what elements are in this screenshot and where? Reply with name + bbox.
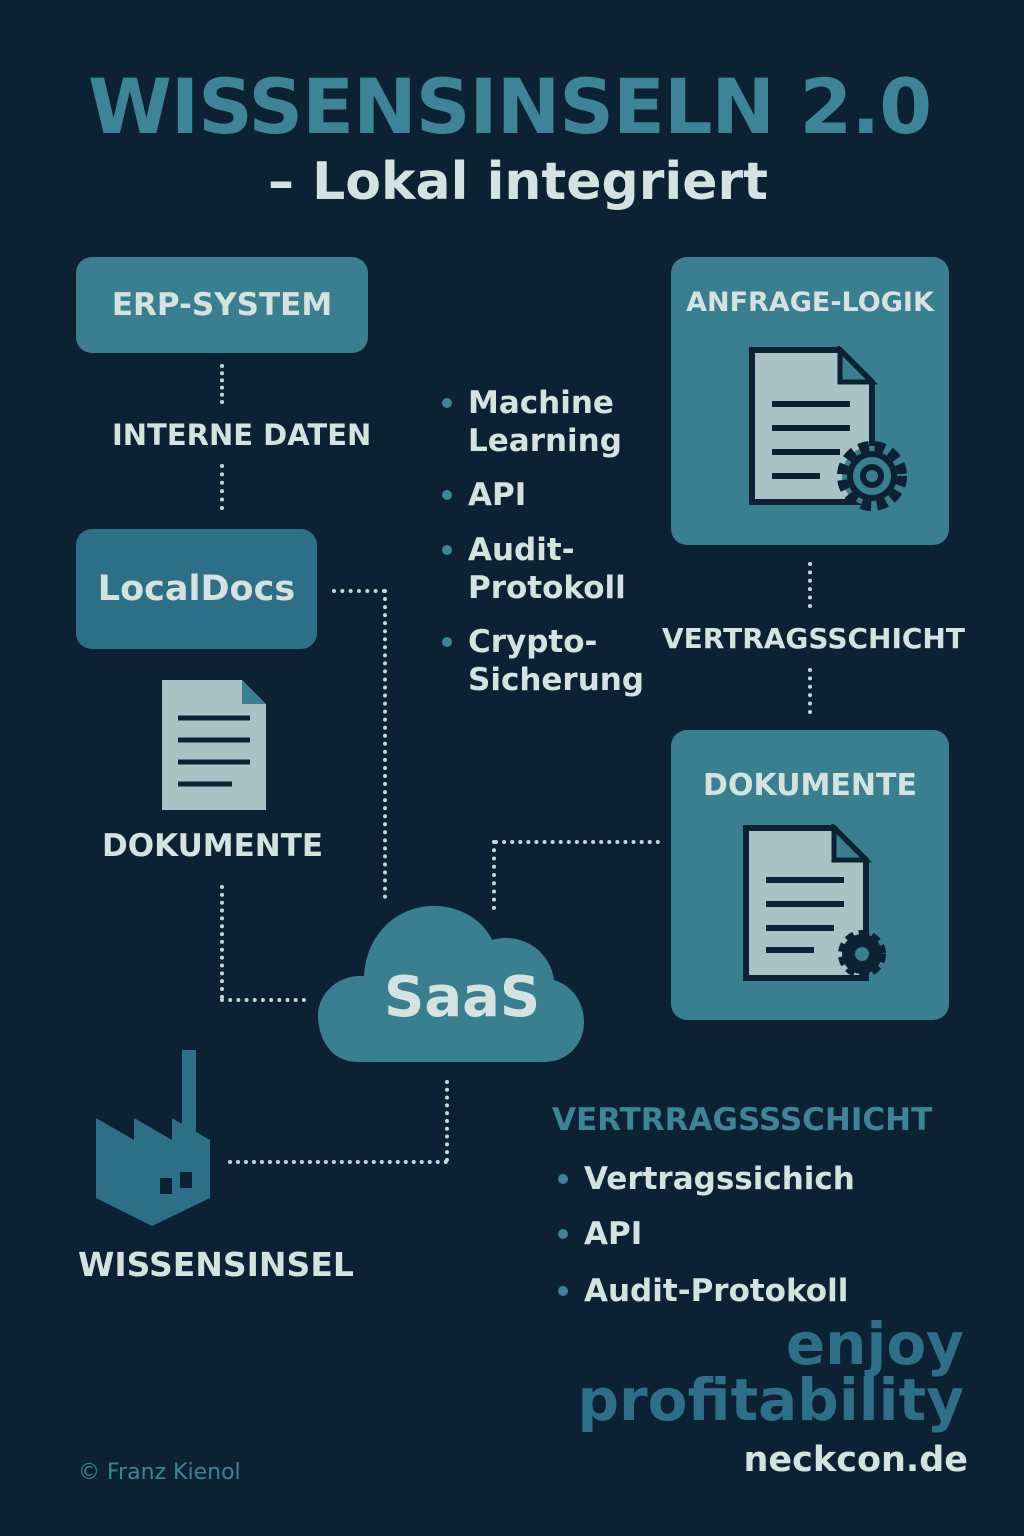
bullet-icon — [558, 1229, 568, 1239]
documents-label-right: DOKUMENTE — [703, 768, 917, 803]
page-subtitle: – Lokal integriert — [268, 152, 768, 212]
brand-slogan: enjoy profitability — [577, 1310, 964, 1434]
bullet-icon — [558, 1174, 568, 1184]
connector — [220, 464, 224, 510]
brand-site: neckcon.de — [743, 1440, 968, 1480]
bullet-icon — [442, 545, 452, 555]
bullet-icon — [442, 490, 452, 500]
connector — [383, 589, 387, 899]
contract-item: Vertragssichich — [558, 1160, 855, 1198]
copyright: © Franz Kienol — [78, 1460, 241, 1485]
bullet-icon — [558, 1286, 568, 1296]
bullet-icon — [442, 637, 452, 647]
connector — [220, 998, 306, 1002]
knowledge-island-label: WISSENSINSEL — [78, 1245, 354, 1284]
saas-label: SaaS — [384, 965, 541, 1030]
document-icon — [162, 680, 266, 810]
slogan-line-2: profitability — [577, 1366, 964, 1434]
contract-item: Audit-Protokoll — [558, 1272, 848, 1310]
documents-box: DOKUMENTE — [671, 730, 949, 1020]
connector — [332, 589, 386, 593]
localdocs-label: LocalDocs — [97, 569, 296, 609]
document-gear-icon — [749, 346, 907, 511]
request-logic-label: ANFRAGE-LOGIK — [686, 287, 934, 318]
erp-system-box: ERP-SYSTEM — [76, 257, 368, 353]
contract-layer-heading: VERTRRAGSSSCHICHT — [552, 1102, 933, 1138]
page-title: WISSENSINSELN 2.0 — [88, 62, 932, 151]
contract-layer-label: VERTRAGSSCHICHT — [662, 622, 965, 655]
cloud-icon — [318, 905, 584, 1062]
localdocs-box: LocalDocs — [76, 529, 317, 649]
feature-item: Audit-Protokoll — [442, 531, 628, 607]
connector — [220, 364, 224, 404]
connector — [808, 668, 812, 714]
contract-item: API — [558, 1215, 642, 1253]
feature-item: API — [442, 476, 526, 514]
factory-icon — [96, 1050, 210, 1226]
connector — [492, 840, 496, 910]
connector — [220, 885, 224, 999]
internal-data-label: INTERNE DATEN — [112, 418, 372, 452]
erp-label: ERP-SYSTEM — [111, 287, 333, 323]
connector — [228, 1160, 448, 1164]
connector — [445, 1080, 449, 1162]
slogan-line-1: enjoy — [785, 1310, 964, 1378]
feature-item: Machine Learning — [442, 384, 668, 460]
bullet-icon — [442, 398, 452, 408]
feature-item: Crypto-Sicherung — [442, 623, 644, 699]
documents-label-left: DOKUMENTE — [102, 828, 324, 864]
connector — [494, 840, 660, 844]
connector — [808, 562, 812, 608]
document-gear-icon — [743, 824, 886, 981]
